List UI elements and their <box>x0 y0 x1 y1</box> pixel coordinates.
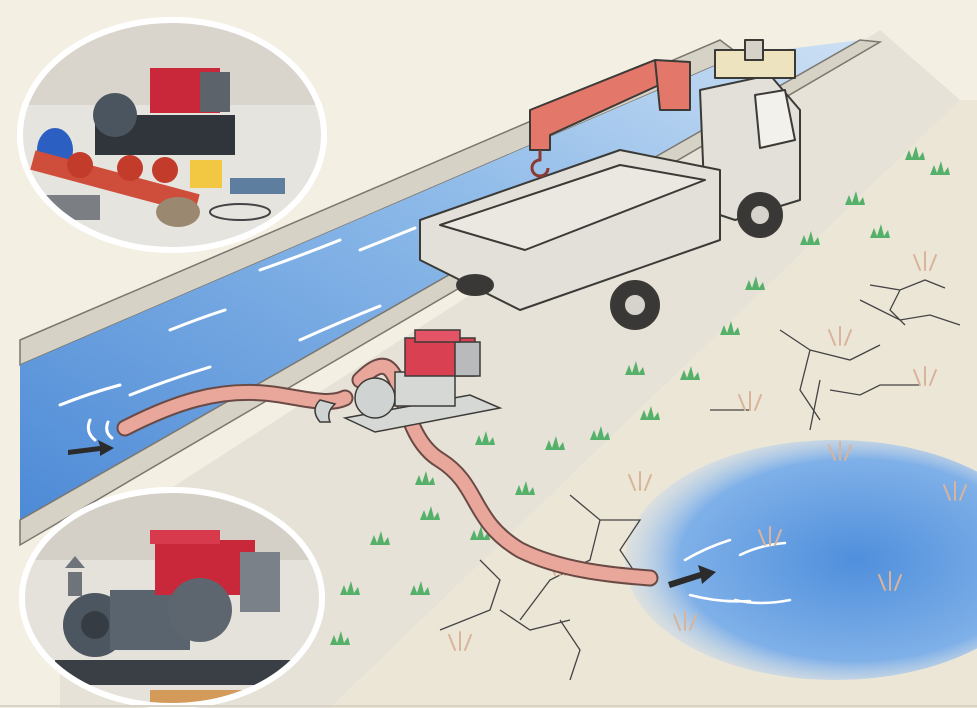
truck-hubcap-front <box>750 205 770 225</box>
truck-wheel-left <box>457 275 493 295</box>
truck-mast <box>745 40 763 60</box>
truck-hubcap-rear <box>624 294 646 316</box>
engine-tank <box>415 330 460 342</box>
pump-frame <box>395 372 455 406</box>
crane-post <box>655 60 690 110</box>
pump-volute <box>355 378 395 418</box>
engine-radiator <box>455 342 480 376</box>
